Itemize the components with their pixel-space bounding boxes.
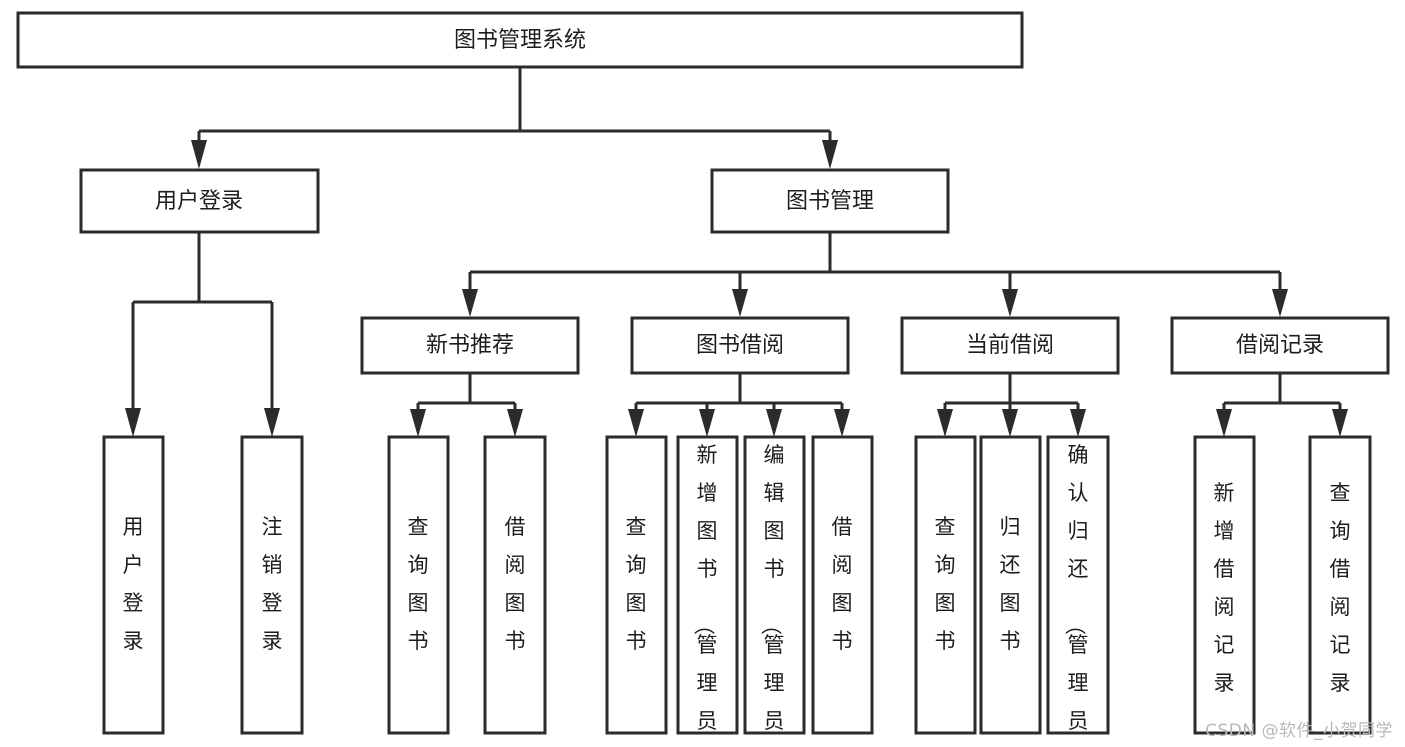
arrow-head-leaf-current-borrow-1: [937, 409, 953, 437]
arrow-head-leaf-borrow-record-1: [1216, 409, 1232, 437]
arrow-head-leaf-book-borrow-1: [628, 409, 644, 437]
node-current-borrow-label: 当前借阅: [966, 333, 1054, 358]
node-book-borrow-box: [630, 316, 850, 375]
arrow-head-leaf-book-borrow-3: [766, 409, 782, 437]
arrow-head-new-book: [462, 289, 478, 317]
arrow-head-borrow-record: [1272, 289, 1288, 317]
arrow-head-user-login: [191, 140, 207, 169]
leaf-node-book-borrow-query-label: 查询图书: [626, 515, 647, 653]
leaf-node-current-borrow-return[interactable]: 归还图书: [979, 435, 1042, 735]
arrow-head-leaf-book-borrow-2: [699, 409, 715, 437]
leaf-node-book-borrow-add-label: 新增图书（管理员）: [692, 443, 718, 747]
leaf-node-user-login-logout[interactable]: 注销登录: [240, 435, 304, 735]
leaf-node-book-borrow-add[interactable]: 新增图书（管理员）: [676, 435, 739, 747]
node-new-book-recommend-label: 新书推荐: [426, 333, 514, 358]
leaf-node-book-borrow-borrow[interactable]: 借阅图书: [811, 435, 874, 735]
leaf-node-current-borrow-confirm[interactable]: 确认归还（管理员）: [1046, 435, 1110, 747]
leaf-node-user-login-login-label: 用户登录: [123, 515, 144, 653]
node-book-manage-label: 图书管理: [786, 189, 874, 214]
arrow-head-book-manage: [822, 140, 838, 169]
node-borrow-record-box: [1170, 316, 1390, 375]
arrow-head-leaf-current-borrow-2: [1002, 409, 1018, 437]
arrow-head-leaf-current-borrow-3: [1070, 409, 1086, 437]
node-book-manage[interactable]: 图书管理: [710, 168, 950, 234]
leaf-node-current-borrow-query[interactable]: 查询图书: [914, 435, 977, 735]
node-current-borrow-box: [900, 316, 1120, 375]
leaf-node-borrow-record-query[interactable]: 查询借阅记录: [1308, 435, 1372, 735]
connector-group-user-login: [125, 232, 280, 437]
leaf-node-current-borrow-confirm-label: 确认归还（管理员）: [1063, 443, 1089, 747]
leaf-node-user-login-login[interactable]: 用户登录: [102, 435, 165, 735]
leaf-node-book-borrow-query-box: [605, 435, 668, 735]
connector-group-borrow-record: [1216, 373, 1348, 437]
node-book-manage-box: [710, 168, 950, 234]
node-root-system[interactable]: 图书管理系统: [16, 11, 1024, 69]
leaf-node-book-borrow-edit-label: 编辑图书（管理员）: [759, 443, 785, 747]
node-user-login[interactable]: 用户登录: [79, 168, 320, 234]
arrow-head-leaf-user-login-1: [125, 408, 141, 437]
leaf-node-book-borrow-borrow-box: [811, 435, 874, 735]
connector-group-root: [191, 67, 838, 169]
node-borrow-record-label: 借阅记录: [1236, 333, 1324, 358]
leaf-node-book-borrow-add-box: [676, 435, 739, 735]
connector-group-book-borrow: [628, 373, 850, 437]
leaf-node-borrow-record-add-label: 新增借阅记录: [1214, 481, 1235, 695]
leaf-node-book-borrow-borrow-label: 借阅图书: [832, 515, 853, 653]
leaf-node-new-book-borrow[interactable]: 借阅图书: [483, 435, 547, 735]
arrow-head-leaf-user-login-2: [264, 408, 280, 437]
leaf-node-book-borrow-query[interactable]: 查询图书: [605, 435, 668, 735]
arrow-head-leaf-book-borrow-4: [834, 409, 850, 437]
leaf-node-borrow-record-query-label: 查询借阅记录: [1330, 481, 1351, 695]
node-root-system-box: [16, 11, 1024, 69]
node-root-system-label: 图书管理系统: [454, 28, 586, 53]
leaf-node-new-book-query-label: 查询图书: [408, 515, 429, 653]
node-current-borrow[interactable]: 当前借阅: [900, 316, 1120, 375]
leaf-node-borrow-record-add-box: [1193, 435, 1256, 735]
arrow-head-leaf-new-book-1: [410, 409, 426, 437]
leaf-node-book-borrow-edit[interactable]: 编辑图书（管理员）: [743, 435, 806, 747]
leaf-node-borrow-record-add[interactable]: 新增借阅记录: [1193, 435, 1256, 735]
connector-group-book-manage: [462, 232, 1288, 317]
arrow-head-leaf-new-book-2: [507, 409, 523, 437]
leaf-node-borrow-record-query-box: [1308, 435, 1372, 735]
node-borrow-record[interactable]: 借阅记录: [1170, 316, 1390, 375]
leaf-node-new-book-query[interactable]: 查询图书: [387, 435, 450, 735]
leaf-node-current-borrow-confirm-box: [1046, 435, 1110, 735]
leaf-node-book-borrow-edit-box: [743, 435, 806, 735]
leaf-node-current-borrow-return-label: 归还图书: [1000, 515, 1021, 653]
node-new-book-recommend[interactable]: 新书推荐: [360, 316, 580, 375]
node-user-login-label: 用户登录: [155, 189, 243, 214]
arrow-head-book-borrow: [732, 289, 748, 317]
arrow-head-current-borrow: [1002, 289, 1018, 317]
leaf-node-current-borrow-query-box: [914, 435, 977, 735]
leaf-node-current-borrow-query-label: 查询图书: [935, 515, 956, 653]
leaf-node-user-login-logout-box: [240, 435, 304, 735]
node-new-book-recommend-box: [360, 316, 580, 375]
node-book-borrow[interactable]: 图书借阅: [630, 316, 850, 375]
leaf-node-user-login-logout-label: 注销登录: [262, 515, 283, 653]
node-user-login-box: [79, 168, 320, 234]
leaf-node-new-book-borrow-box: [483, 435, 547, 735]
node-book-borrow-label: 图书借阅: [696, 333, 784, 358]
arrow-head-leaf-borrow-record-2: [1332, 409, 1348, 437]
leaf-node-user-login-login-box: [102, 435, 165, 735]
leaf-node-current-borrow-return-box: [979, 435, 1042, 735]
leaf-node-new-book-borrow-label: 借阅图书: [505, 515, 526, 653]
connector-group-new-book: [410, 373, 523, 437]
leaf-node-new-book-query-box: [387, 435, 450, 735]
connector-group-current-borrow: [937, 373, 1086, 437]
